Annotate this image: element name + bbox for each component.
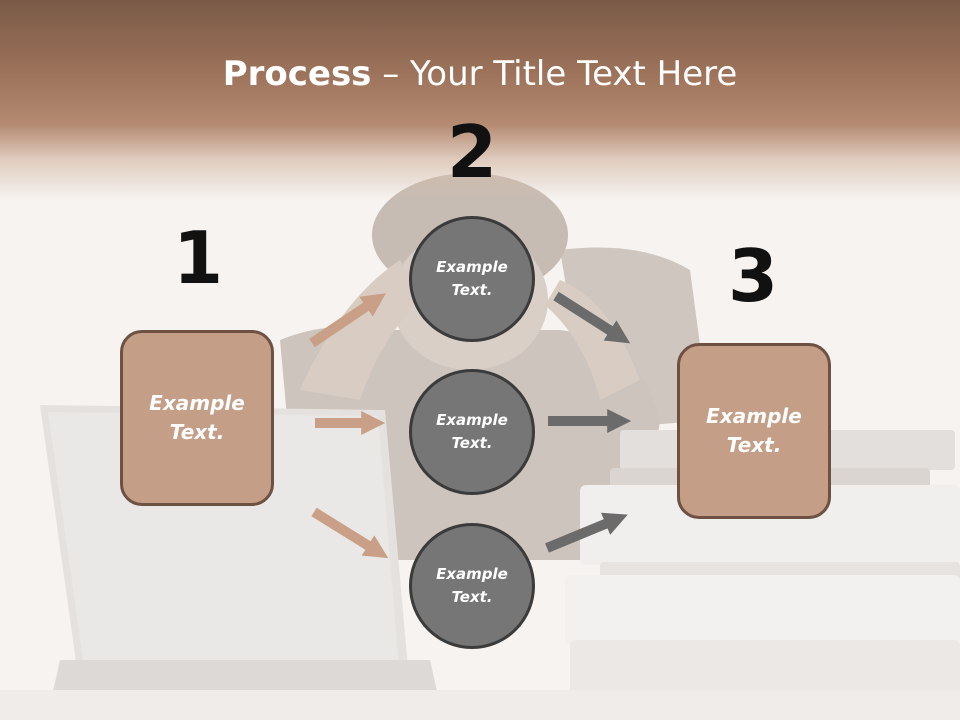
step-1-text: Example Text.: [149, 391, 245, 444]
step-2-circle-middle-text: Example Text.: [436, 411, 508, 452]
step-1-box[interactable]: Example Text.: [120, 330, 274, 506]
arrow-bottom-to-3: [545, 512, 628, 553]
title-band: [0, 0, 960, 200]
arrow-top-to-3: [553, 291, 631, 344]
arrow-1-to-bottom: [311, 507, 389, 559]
step-2-circle-top[interactable]: Example Text.: [409, 216, 535, 342]
step-3-box[interactable]: Example Text.: [677, 343, 831, 519]
slide-title[interactable]: Process – Your Title Text Here: [0, 52, 960, 96]
step-2-circle-bottom-text: Example Text.: [436, 565, 508, 606]
step-3-text: Example Text.: [706, 404, 802, 457]
step-number-2: 2: [446, 110, 498, 194]
arrow-1-to-top: [309, 293, 386, 348]
step-number-3: 3: [727, 234, 779, 318]
step-2-circle-bottom[interactable]: Example Text.: [409, 523, 535, 649]
title-bold: Process: [222, 54, 372, 94]
step-2-circle-top-text: Example Text.: [436, 258, 508, 299]
title-rest: – Your Title Text Here: [371, 54, 738, 94]
step-2-circle-middle[interactable]: Example Text.: [409, 369, 535, 495]
step-number-1: 1: [172, 216, 224, 300]
